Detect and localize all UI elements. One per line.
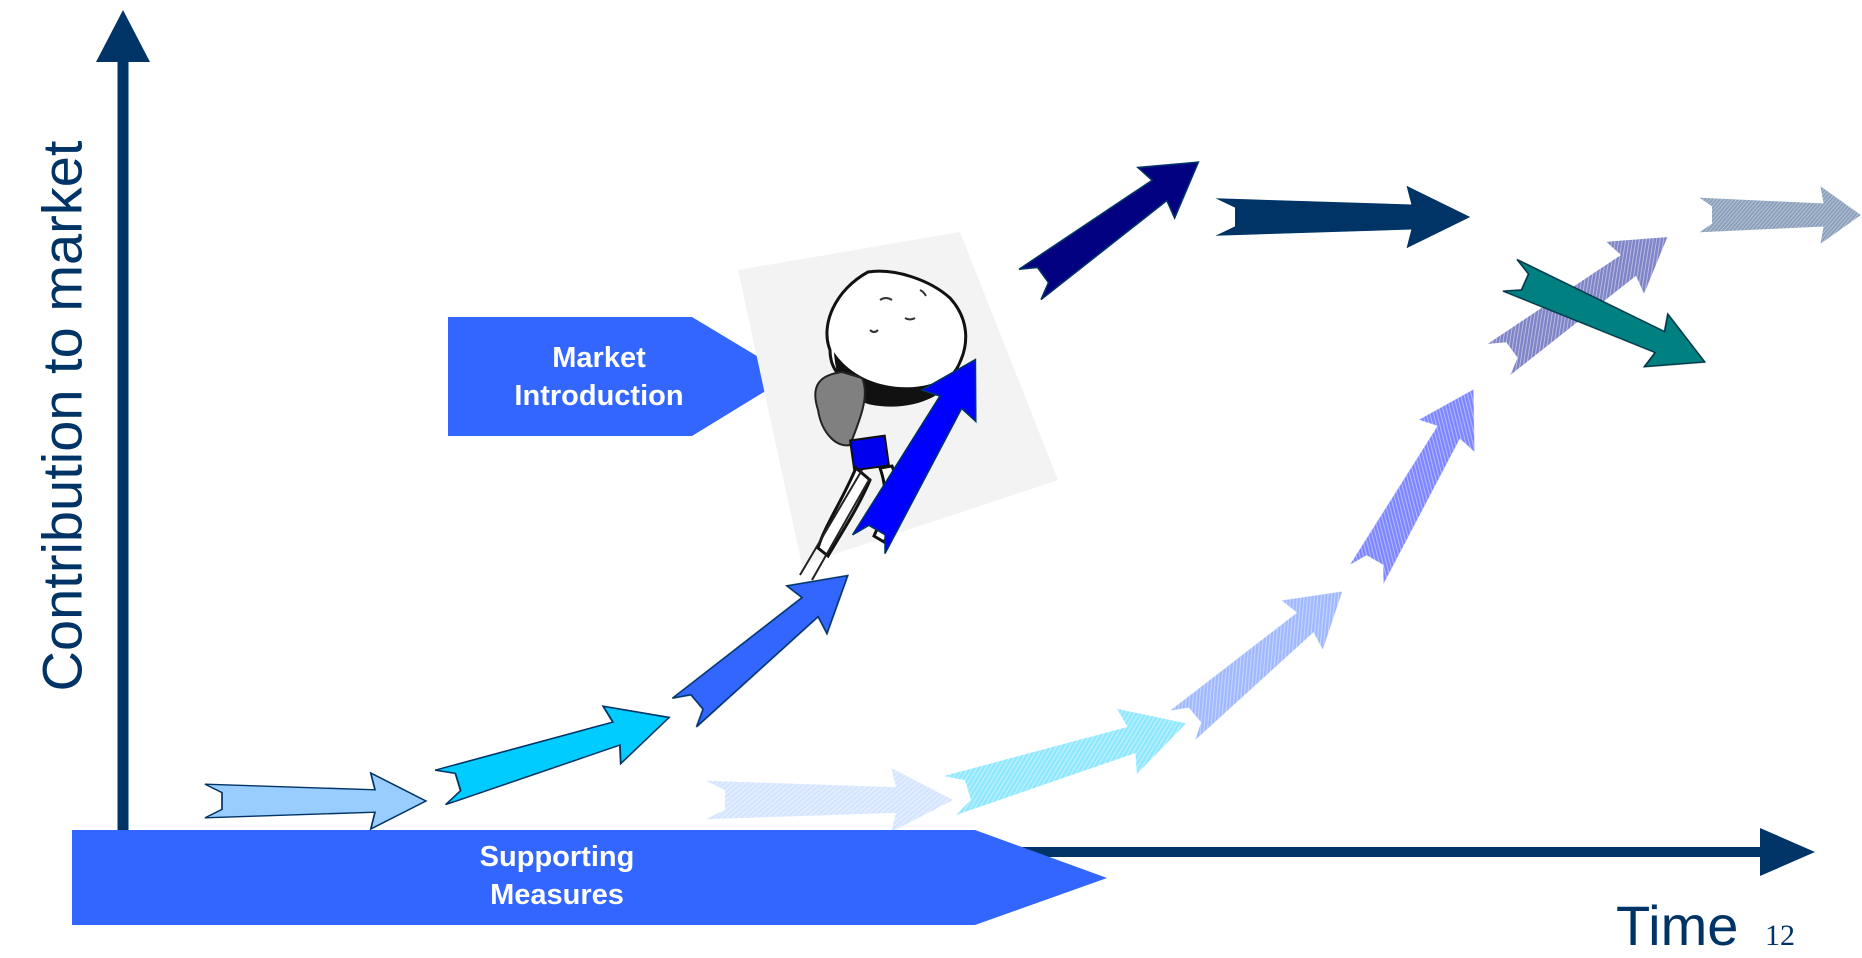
x-axis-arrowhead [1760,828,1815,876]
growth-arrow-5 [1010,136,1218,311]
market-introduction-line-2: Introduction [514,380,684,412]
growth-arrow-1 [204,772,427,830]
y-axis-label: Contribution to market [30,140,94,692]
faded-arrow-1 [706,768,953,832]
page-number: 12 [1765,919,1795,952]
growth-arrow-6 [1215,185,1471,249]
y-axis-arrowhead [96,10,150,62]
x-axis-label: Time [1616,894,1739,957]
supporting-measures-line-2: Measures [490,879,624,911]
faded-arrow-6 [1699,186,1861,244]
supporting-measures-callout [72,830,1107,925]
sisyphus-pushing-boulder-icon [738,232,1058,581]
faded-arrow-2 [939,690,1196,829]
faded-arrow-4 [1339,373,1502,591]
y-axis [96,10,150,830]
growth-arrow-2 [430,687,679,817]
market-introduction-callout [448,317,790,436]
growth-arrow-3 [663,550,869,738]
supporting-measures-label: Supporting Measures [432,838,682,914]
market-introduction-label: Market Introduction [474,339,724,415]
faded-arrow-3 [1162,567,1363,750]
market-introduction-line-1: Market [552,342,646,374]
supporting-measures-line-1: Supporting [479,841,635,873]
